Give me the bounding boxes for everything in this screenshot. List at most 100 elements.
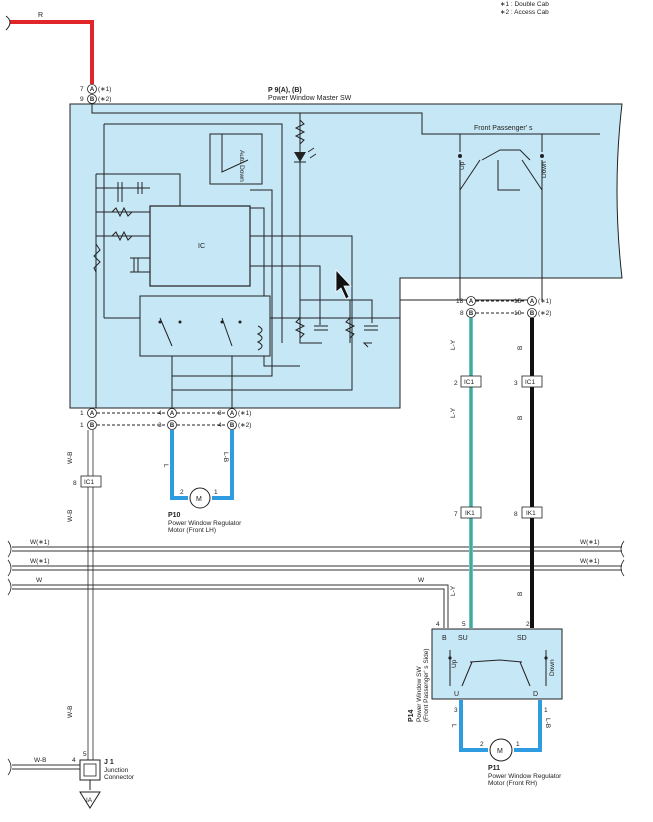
pin-a-label: A xyxy=(90,87,95,93)
ik1-b-pin: 8 xyxy=(514,511,518,518)
bus-w2-right: W(∗1) xyxy=(580,558,600,565)
pin-b-right2-label: B xyxy=(530,311,535,317)
junction-code: J 1 xyxy=(104,759,114,766)
bus-w1-left: W(∗1) xyxy=(30,539,50,546)
variant-2-bottom-label: (∗2) xyxy=(238,422,251,429)
relay-box xyxy=(139,295,271,357)
pin-4b-label: 4 xyxy=(218,422,222,429)
motor-lh-m: M xyxy=(196,496,202,503)
pin-a-mid-label: A xyxy=(170,411,175,417)
ic-label: IC xyxy=(198,243,205,250)
motor-rh-pin1: 1 xyxy=(516,741,520,748)
ps-pin-5: 5 xyxy=(462,621,466,628)
connector-pins-bottom: 1 A 1 B 4 A 3 B 8 A (∗1) 4 B (∗2) xyxy=(80,408,251,430)
pin-7-label: 7 xyxy=(80,86,84,93)
motor-rh-pin1b: 1 xyxy=(544,707,548,714)
horizontal-buses: W(∗1) W(∗1) W(∗1) W(∗1) W W xyxy=(7,539,625,628)
left-components xyxy=(93,182,143,273)
pin-1-label: 1 xyxy=(80,410,84,417)
wire-label-wb-3: W-B xyxy=(67,705,74,718)
pin-b-label: B xyxy=(90,97,95,103)
pin-b-r-label: B xyxy=(230,423,235,429)
ic1-left-pin: 8 xyxy=(73,480,77,487)
variant-1-bottom-label: (∗1) xyxy=(238,410,251,417)
connector-pins-right: 18 A 8 B 15 A (∗1) 10 B (∗2) xyxy=(456,296,551,318)
passenger-switch-box: 4 5 2 B SU SD U D Up Down xyxy=(431,621,563,700)
motor-rh-code: P11 xyxy=(488,765,500,772)
junction-line1: Junction xyxy=(104,767,129,774)
wire-label-l-lh: L xyxy=(162,464,169,468)
b-wire: IC1 3 IK1 8 B B B xyxy=(514,318,543,628)
ic-block xyxy=(149,205,251,287)
ps-u-label: U xyxy=(454,691,459,698)
pin-1b-label: 1 xyxy=(80,422,84,429)
junction-line2: Connector xyxy=(104,774,135,781)
front-passenger-label: Front Passenger' s xyxy=(474,125,533,132)
motor-lh-pin2: 2 xyxy=(180,489,184,496)
pin-18-label: 18 xyxy=(456,298,464,305)
right-resistors-caps xyxy=(294,317,378,348)
ps-pin-4: 4 xyxy=(436,621,440,628)
variant-2-label: (∗2) xyxy=(98,96,111,103)
master-down-label: Down xyxy=(541,161,548,178)
pin-10-label: 10 xyxy=(514,310,522,317)
ps-b-label: B xyxy=(442,635,447,642)
junction-connector: W-B 4 5 IA xyxy=(7,751,101,809)
wire-label-ly-3: L-Y xyxy=(450,585,457,596)
pin-8-label: 8 xyxy=(460,310,464,317)
motor-rh xyxy=(489,738,513,762)
ik1-ly-pin: 7 xyxy=(454,511,458,518)
legend-line-1: ∗1 : Double Cab xyxy=(500,1,549,8)
motor-rh-line1: Power Window Regulator xyxy=(488,773,562,780)
motor-rh-pin2: 2 xyxy=(480,741,484,748)
mouse-cursor xyxy=(335,268,352,300)
ps-down-label: Down xyxy=(549,659,556,676)
ic1-b-label: IC1 xyxy=(525,379,536,386)
ps-pin-2: 2 xyxy=(526,621,530,628)
motor-rh-m: M xyxy=(497,748,503,755)
auto-down-switch: Auto Down xyxy=(209,133,263,185)
pin-a-right-label: A xyxy=(469,299,474,305)
pin-9-label: 9 xyxy=(80,96,84,103)
pin-b-right-label: B xyxy=(469,311,474,317)
master-switch-internal-wiring xyxy=(91,104,600,408)
motor-lh xyxy=(189,487,211,509)
master-switch-name: Power Window Master SW xyxy=(268,95,352,102)
ic1-left-connector xyxy=(80,475,102,488)
pin-b-mid-label: B xyxy=(170,423,175,429)
ic1-left-label: IC1 xyxy=(84,479,95,486)
wire-label-b-2: B xyxy=(517,416,524,420)
junction-pin-4: 4 xyxy=(72,757,76,764)
auto-down-label: Auto Down xyxy=(238,150,245,182)
bus-w-mid: W xyxy=(418,577,425,584)
master-switch-code: P 9(A), (B) xyxy=(268,87,302,94)
wire-label-ly-2: L-Y xyxy=(450,407,457,418)
junction-wb-label: W-B xyxy=(34,757,47,764)
wire-label-lb-rh: L-B xyxy=(544,718,551,728)
pin-a-r-label: A xyxy=(230,411,235,417)
passenger-switch-code: P14 xyxy=(408,709,415,722)
ps-d-label: D xyxy=(533,691,538,698)
ps-sd-label: SD xyxy=(517,635,527,642)
ic1-ly-label: IC1 xyxy=(464,379,475,386)
bus-w1-right: W(∗1) xyxy=(580,539,600,546)
variant-1-label: (∗1) xyxy=(98,86,111,93)
ground-label: IA xyxy=(86,797,93,804)
wire-label-ly-1: L-Y xyxy=(450,339,457,350)
pin-8b-label: 8 xyxy=(218,410,222,417)
variant-1-right-label: (∗1) xyxy=(538,298,551,305)
bus-w2-left: W(∗1) xyxy=(30,558,50,565)
motor-rh-line2: Motor (Front RH) xyxy=(488,780,537,787)
motor-lh-line2: Motor (Front LH) xyxy=(168,527,216,534)
ic1-ly-pin: 2 xyxy=(454,380,458,387)
motor-lh-line1: Power Window Regulator xyxy=(168,520,242,527)
wire-label-b-3: B xyxy=(517,592,524,596)
motor-lh-wiring: M 2 1 L L-B xyxy=(162,430,234,509)
wire-label-lb-lh: L-B xyxy=(222,452,229,462)
wb-wire: IC1 8 W-B W-B W-B xyxy=(67,430,102,760)
passenger-switch-line2: (Front Passenger' s Side) xyxy=(423,649,430,723)
master-up-label: Up xyxy=(459,161,466,170)
ik1-ly-connector xyxy=(460,506,482,519)
ic1-b-pin: 3 xyxy=(514,380,518,387)
wire-label-r: R xyxy=(38,12,43,19)
